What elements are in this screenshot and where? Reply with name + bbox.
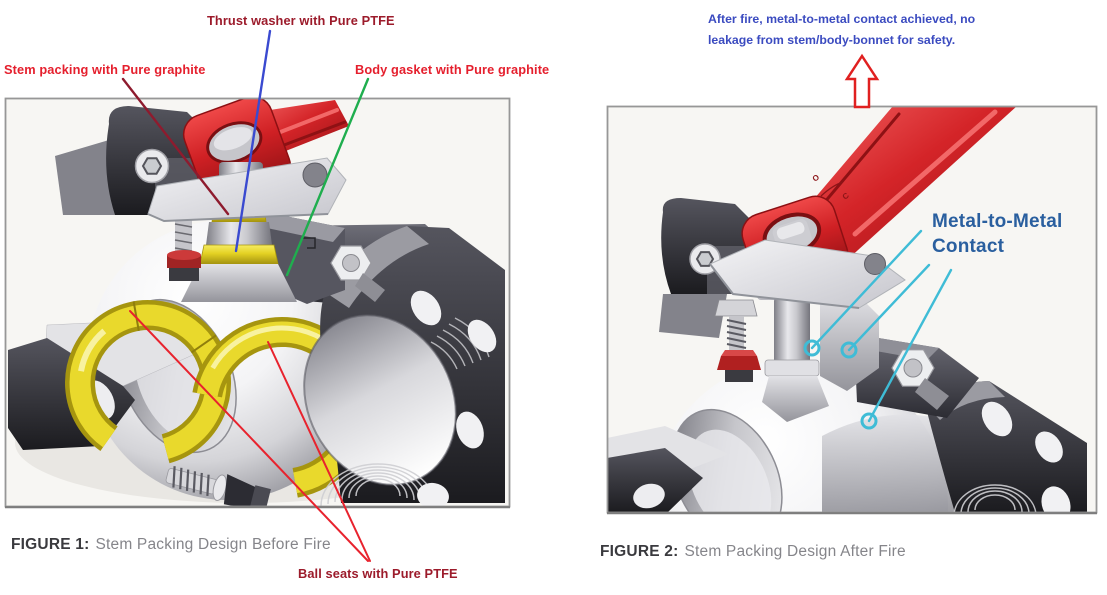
label-ball-seats: Ball seats with Pure PTFE: [298, 566, 458, 581]
mounting-plate: [709, 239, 906, 309]
label-stem-packing: Stem packing with Pure graphite: [4, 62, 206, 77]
contact-point-marker-3: [860, 412, 878, 430]
label-metal-to-metal-line2: Contact: [932, 236, 1005, 257]
body-hex-bolt: [330, 245, 385, 302]
figure1-caption: FIGURE 1: Stem Packing Design Before Fire: [11, 536, 331, 554]
figure1-panel: [5, 98, 510, 507]
drain-bolt: [165, 466, 271, 507]
figure1-caption-prefix: FIGURE 1:: [11, 536, 90, 553]
after-fire-note-line1: After fire, metal-to-metal contact achie…: [708, 12, 976, 26]
thread-texture-bottom: [953, 484, 1037, 513]
handle-close-mark: C: [841, 191, 851, 202]
flange-bolt-holes: [410, 290, 497, 507]
figure2-caption-text: Stem Packing Design After Fire: [684, 543, 906, 560]
leader-line-thrust-washer: [234, 29, 272, 253]
after-fire-note-line2: leakage from stem/body-bonnet for safety…: [708, 33, 956, 47]
figure1-caption-text: Stem Packing Design Before Fire: [95, 536, 331, 553]
figure2-caption: FIGURE 2: Stem Packing Design After Fire: [600, 543, 906, 561]
contact-point-marker-2: [840, 341, 858, 359]
handle-open-mark: O: [811, 173, 821, 184]
label-metal-to-metal-line1: Metal-to-Metal: [932, 211, 1063, 232]
gland-bolt: [714, 299, 761, 382]
after-fire-note: After fire, metal-to-metal contact achie…: [708, 9, 975, 51]
leader-line-stem-packing: [121, 77, 230, 216]
end-flange: [303, 226, 505, 507]
ball-seat-ring-left: [65, 300, 232, 464]
body-cut-wedge: [607, 426, 729, 513]
leader-line-contact-2: [847, 263, 931, 352]
leader-line-ball-seat-2: [267, 341, 371, 562]
leader-line-body-gasket: [285, 77, 370, 277]
label-body-gasket: Body gasket with Pure graphite: [355, 62, 550, 77]
figure2-panel: O C: [607, 106, 1097, 513]
stem-assembly: [762, 298, 829, 422]
figure2-caption-prefix: FIGURE 2:: [600, 543, 679, 560]
contact-point-marker-1: [803, 339, 821, 357]
thrust-washer-ring: [199, 244, 279, 265]
up-arrow-icon: [844, 53, 880, 109]
label-thrust-washer: Thrust washer with Pure PTFE: [207, 13, 395, 28]
mounting-plate: [147, 157, 347, 223]
leader-line-contact-1: [810, 229, 923, 350]
socket-head-bolt-icon: [134, 148, 170, 184]
leader-line-ball-seat-1: [129, 310, 369, 562]
label-metal-to-metal: Metal-to-Metal Contact: [932, 209, 1063, 259]
leader-line-contact-3: [867, 268, 953, 423]
